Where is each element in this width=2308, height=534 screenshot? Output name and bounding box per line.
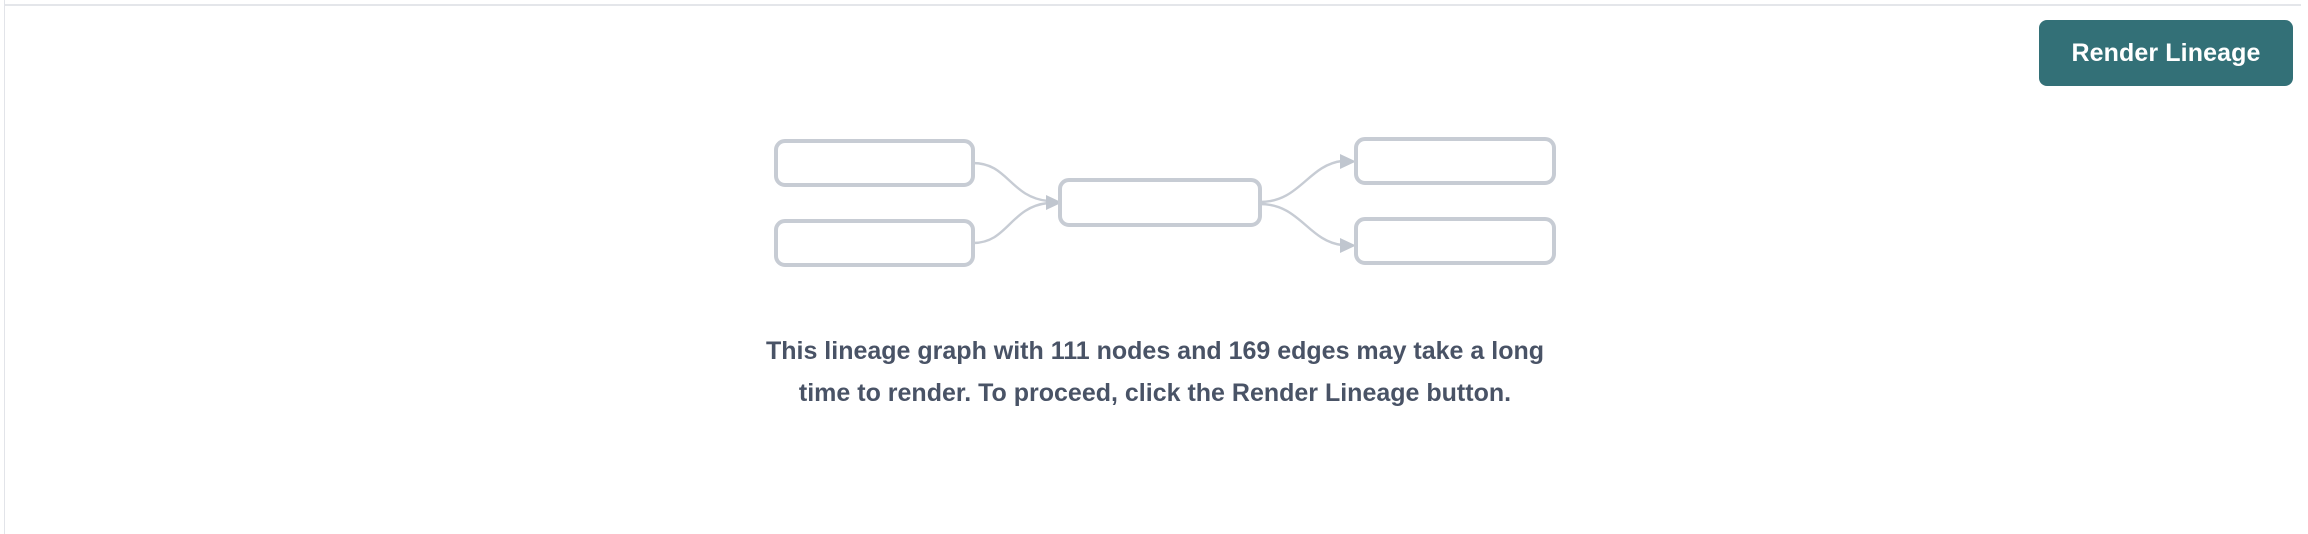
graph-node-right-top [1354, 137, 1556, 185]
lineage-warning-message: This lineage graph with 111 nodes and 16… [765, 337, 1545, 407]
lineage-graph-placeholder [760, 125, 1560, 285]
graph-node-left-top [774, 139, 975, 187]
render-lineage-button[interactable]: Render Lineage [2039, 20, 2293, 86]
graph-node-center [1058, 178, 1262, 227]
panel-left-border [4, 0, 5, 534]
arrowhead-into-center [1046, 195, 1062, 210]
graph-node-left-bottom [774, 219, 975, 267]
edge-center-to-right-top [1259, 159, 1343, 204]
graph-node-right-bottom [1354, 217, 1556, 265]
panel-top-border [5, 4, 2301, 6]
arrowhead-into-right-bottom [1340, 238, 1356, 253]
edge-center-to-right-bottom [1259, 202, 1343, 247]
arrowhead-into-right-top [1340, 154, 1356, 169]
edge-left-top-to-center [972, 161, 1049, 203]
edge-left-bottom-to-center [972, 201, 1049, 245]
